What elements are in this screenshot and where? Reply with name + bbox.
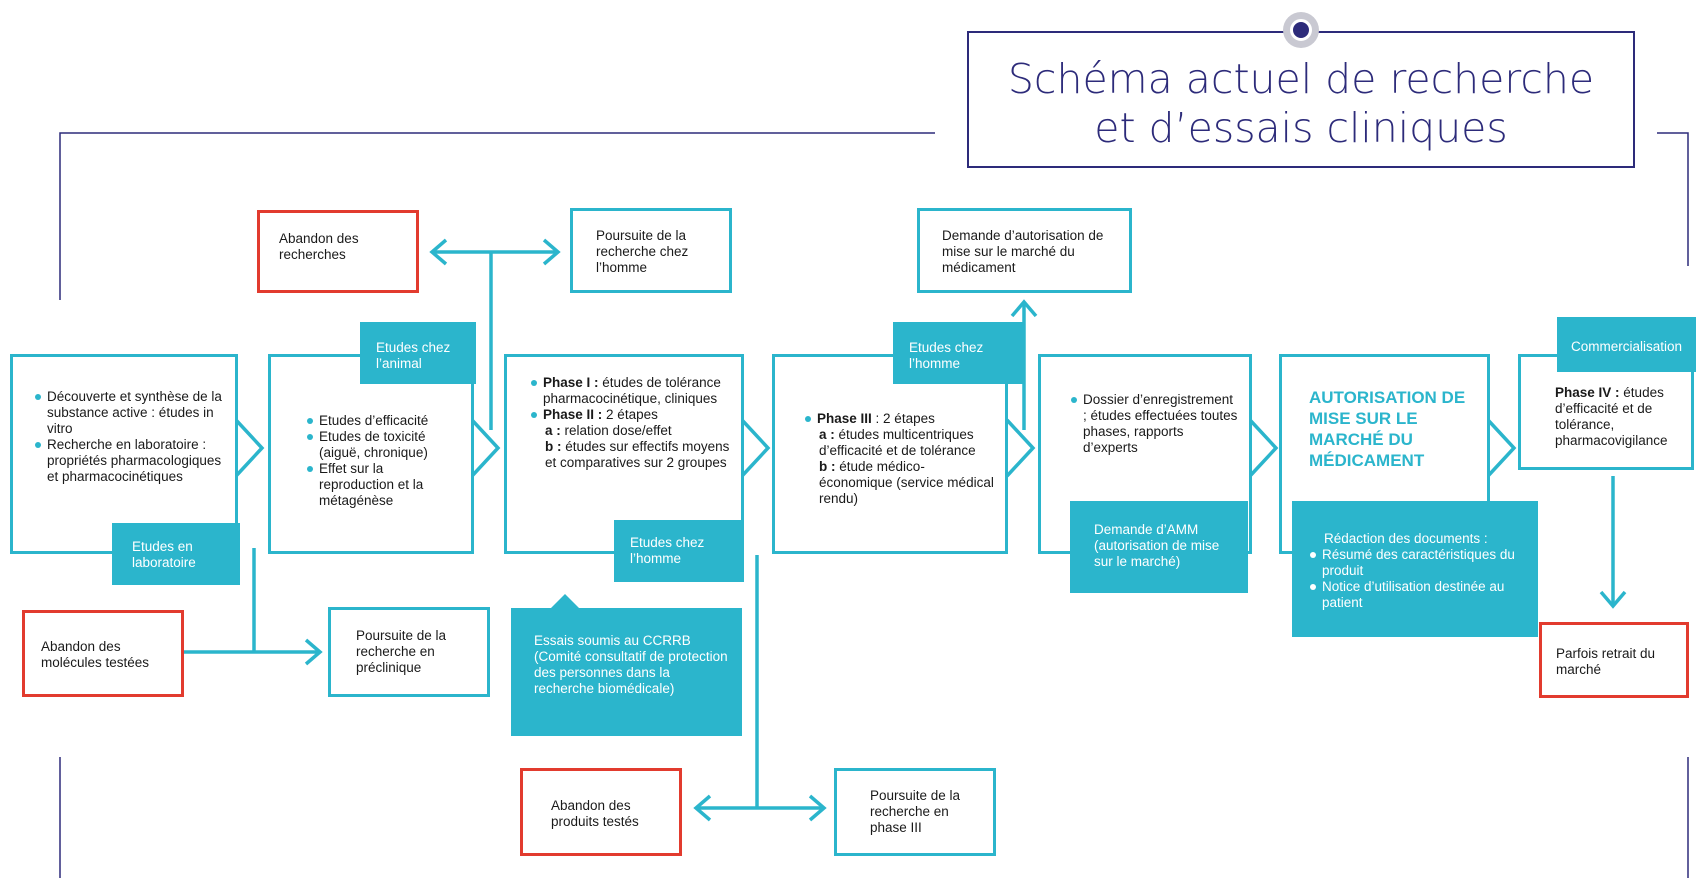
stage-phase-4: Phase IV : études d’efficacité et de tol…: [1518, 354, 1694, 470]
poursuite-phase3-text: Poursuite de la recherche en phase III: [870, 788, 961, 835]
docs-item: Notice d’utilisation destinée au patient: [1310, 579, 1528, 611]
abandon-recherches-box: Abandon des recherches: [257, 210, 419, 293]
stage3-label: Etudes chez l’homme: [630, 535, 705, 566]
stage5-label: Demande d’AMM (autorisation de mise sur …: [1094, 522, 1220, 569]
stage-laboratoire: Découverte et synthèse de la substance a…: [10, 354, 238, 554]
label-etudes-animal: Etudes chez l’animal: [360, 322, 476, 384]
phase1-item: Phase I : études de tolérance pharmacoci…: [531, 375, 731, 407]
stage5-item: Dossier d’enregistrement ; études effect…: [1071, 392, 1239, 456]
phase3-step-a: a : études multicentriques d’efficacité …: [805, 427, 995, 459]
abandon-recherches-text: Abandon des recherches: [279, 231, 359, 262]
phase4-text: études d’efficacité et de tolérance, pha…: [1555, 385, 1668, 448]
poursuite-preclinique-box: Poursuite de la recherche en préclinique: [328, 607, 490, 697]
docs-title: Rédaction des documents :: [1324, 531, 1488, 546]
ccrrb-note: Essais soumis au CCRRB (Comité consultat…: [511, 608, 742, 736]
stage1-item: Découverte et synthèse de la substance a…: [35, 389, 225, 437]
diagram-title: Schéma actuel de recherche et d’essais c…: [967, 31, 1635, 168]
step-a-text: relation dose/effet: [564, 423, 672, 438]
ccrrb-notch: [551, 594, 579, 608]
stage1-label: Etudes en laboratoire: [132, 539, 196, 570]
amm-title: AUTORISATION DE MISE SUR LE MARCHÉ DU MÉ…: [1309, 388, 1466, 470]
stage2-label: Etudes chez l’animal: [376, 340, 451, 371]
phase4-title: Phase IV :: [1555, 385, 1620, 400]
step-b-text: étude médico-économique (service médical…: [819, 459, 994, 506]
label-commercialisation: Commercialisation: [1557, 317, 1696, 372]
title-line-1: Schéma actuel de recherche: [1007, 55, 1595, 103]
demande-autorisation-box: Demande d’autorisation de mise sur le ma…: [917, 208, 1132, 293]
phase3-title: Phase III: [817, 411, 872, 426]
abandon-molecules-text: Abandon des molécules testées: [41, 639, 150, 670]
step-b-key: b :: [545, 439, 562, 454]
phase3-text: : 2 étapes: [875, 411, 935, 426]
frame-lines: [59, 132, 1689, 878]
documents-note: Rédaction des documents : Résumé des car…: [1292, 501, 1538, 637]
stage-animal: Etudes d’efficacité Etudes de toxicité (…: [268, 354, 474, 554]
retrait-box: Parfois retrait du marché: [1539, 622, 1689, 698]
step-b-key: b :: [819, 459, 836, 474]
stage2-item: Etudes de toxicité (aiguë, chronique): [307, 429, 461, 461]
step-a-key: a :: [545, 423, 561, 438]
poursuite-preclinique-text: Poursuite de la recherche en préclinique: [356, 628, 447, 675]
stage7-label: Commercialisation: [1571, 339, 1683, 354]
phase1-text: études de tolérance pharmacocinétique, c…: [543, 375, 721, 406]
abandon-produits-text: Abandon des produits testés: [551, 798, 639, 829]
label-etudes-homme-1: Etudes chez l’homme: [614, 520, 744, 582]
poursuite-phase3-box: Poursuite de la recherche en phase III: [834, 768, 996, 856]
poursuite-homme-text: Poursuite de la recherche chez l’homme: [596, 228, 689, 275]
label-etudes-homme-2: Etudes chez l’homme: [893, 322, 1023, 384]
stage2-item: Etudes d’efficacité: [307, 413, 461, 429]
retrait-text: Parfois retrait du marché: [1556, 646, 1656, 677]
phase3-step-b: b : étude médico-économique (service méd…: [805, 459, 995, 507]
step-a-key: a :: [819, 427, 835, 442]
poursuite-homme-box: Poursuite de la recherche chez l’homme: [570, 208, 732, 293]
abandon-molecules-box: Abandon des molécules testées: [22, 610, 184, 697]
label-demande-amm: Demande d’AMM (autorisation de mise sur …: [1070, 501, 1248, 593]
phase2-title: Phase II :: [543, 407, 603, 422]
phase1-title: Phase I :: [543, 375, 599, 390]
phase3-item: Phase III : 2 étapes: [805, 411, 995, 427]
stage1-item: Recherche en laboratoire : propriétés ph…: [35, 437, 225, 485]
demande-autorisation-text: Demande d’autorisation de mise sur le ma…: [942, 228, 1104, 275]
phase2-item: Phase II : 2 étapes: [531, 407, 731, 423]
eye-icon: [1283, 12, 1319, 48]
docs-item: Résumé des caractéristiques du produit: [1310, 547, 1528, 579]
title-line-2: et d’essais cliniques: [1094, 104, 1508, 152]
abandon-produits-box: Abandon des produits testés: [520, 768, 682, 856]
phase2-step-b: b : études sur effectifs moyens et compa…: [531, 439, 731, 471]
stage2-item: Effet sur la reproduction et la métagénè…: [307, 461, 461, 509]
label-etudes-laboratoire: Etudes en laboratoire: [112, 523, 240, 585]
stage4-label: Etudes chez l’homme: [909, 340, 984, 371]
stage-phase-3: Phase III : 2 étapes a : études multicen…: [772, 354, 1008, 554]
phase2-step-a: a : relation dose/effet: [531, 423, 731, 439]
step-b-text: études sur effectifs moyens et comparati…: [545, 439, 730, 470]
ccrrb-text: Essais soumis au CCRRB (Comité consultat…: [534, 633, 728, 696]
step-a-text: études multicentriques d’efficacité et d…: [819, 427, 976, 458]
phase2-text: 2 étapes: [606, 407, 658, 422]
